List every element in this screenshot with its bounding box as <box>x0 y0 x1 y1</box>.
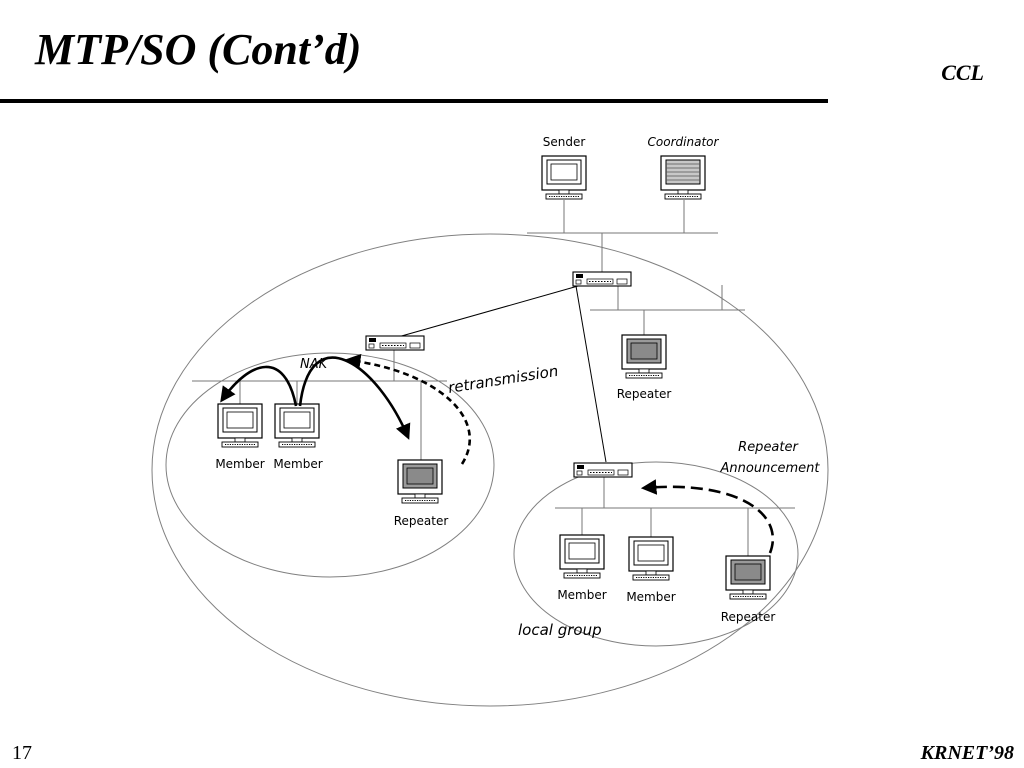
network-cabling <box>192 200 795 556</box>
network-hub-icon <box>572 271 632 287</box>
left-repeater-computer: Repeater <box>394 459 449 528</box>
computer-icon <box>559 534 605 579</box>
coordinator-label: Coordinator <box>648 135 720 149</box>
computer-icon <box>621 334 667 379</box>
left-local-group-ellipse <box>165 352 495 578</box>
global-group-ellipse <box>151 233 829 707</box>
repeater-label: Repeater <box>394 514 449 528</box>
page-number: 17 <box>12 742 32 764</box>
computer-icon <box>628 536 674 581</box>
center-repeater-computer: Repeater <box>617 334 672 401</box>
retransmission-arrow <box>344 353 472 465</box>
member-label: Member <box>273 457 322 471</box>
computer-icon <box>660 155 706 200</box>
computer-icon <box>541 155 587 200</box>
sender-computer: Sender <box>541 135 587 200</box>
coordinator-computer: Coordinator <box>648 135 720 200</box>
repeater-label: Repeater <box>617 387 672 401</box>
footer-label: KRNET’98 <box>920 742 1014 764</box>
right-member-1-computer: Member <box>557 534 607 602</box>
repeater-announcement-label-2: Announcement <box>720 461 821 476</box>
network-hub-icon <box>365 335 425 351</box>
brand-label: CCL <box>941 60 984 85</box>
left-member-2-computer: Member <box>273 403 323 471</box>
local-group-label: local group <box>518 621 602 639</box>
title-underline <box>0 99 828 103</box>
announcement-arrow <box>640 479 775 554</box>
computer-icon <box>725 555 771 600</box>
computer-icon <box>274 403 320 448</box>
group-boundaries <box>151 233 829 707</box>
left-member-1-computer: Member <box>215 403 265 471</box>
member-label: Member <box>557 588 606 602</box>
right-local-group-ellipse <box>513 461 799 647</box>
member-label: Member <box>626 590 675 604</box>
right-member-2-computer: Member <box>626 536 676 604</box>
retransmission-label: retransmission <box>447 362 560 397</box>
repeater-label: Repeater <box>721 610 776 624</box>
computer-icon <box>397 459 443 504</box>
nak-arrow-to-member <box>220 365 298 407</box>
member-label: Member <box>215 457 264 471</box>
nak-label: NAK <box>300 357 329 372</box>
repeater-announcement-label-1: Repeater <box>738 440 799 455</box>
network-hub-icon <box>573 462 633 478</box>
computer-icon <box>217 403 263 448</box>
flow-arrows <box>220 353 775 554</box>
slide-title: MTP/SO (Cont’d) <box>35 25 362 74</box>
sender-label: Sender <box>543 135 586 149</box>
right-repeater-computer: Repeater <box>721 555 776 624</box>
